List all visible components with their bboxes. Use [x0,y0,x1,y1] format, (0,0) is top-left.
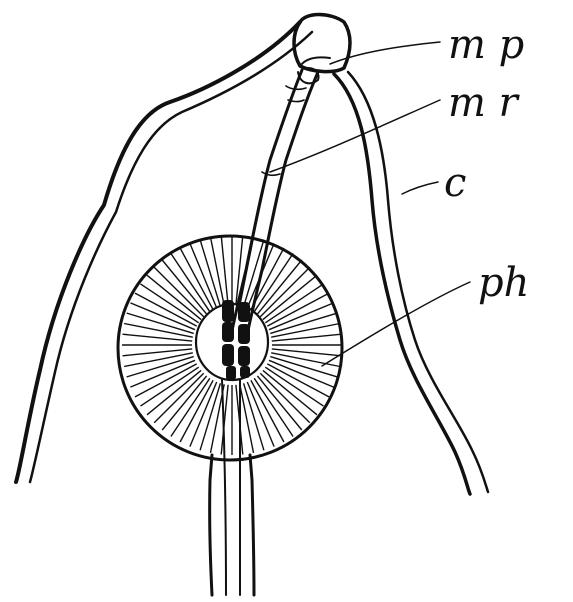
muscle-fibre [267,293,329,326]
label-mp: m p [448,22,524,68]
label-mr: m r [448,80,521,126]
muscle-fibre [135,364,197,397]
label-ph: ph [478,260,529,306]
label-c: c [444,160,466,206]
muscle-fibre [135,293,197,326]
muscle-fibre [180,248,213,310]
muscle-fibre [180,380,213,442]
pharynx-bulb [118,235,342,460]
muscle-fibre [251,248,284,310]
muscle-fibre [251,380,284,442]
radula-tube [230,70,318,340]
muscle-fibre [267,364,329,397]
cuticle-c [334,72,488,494]
